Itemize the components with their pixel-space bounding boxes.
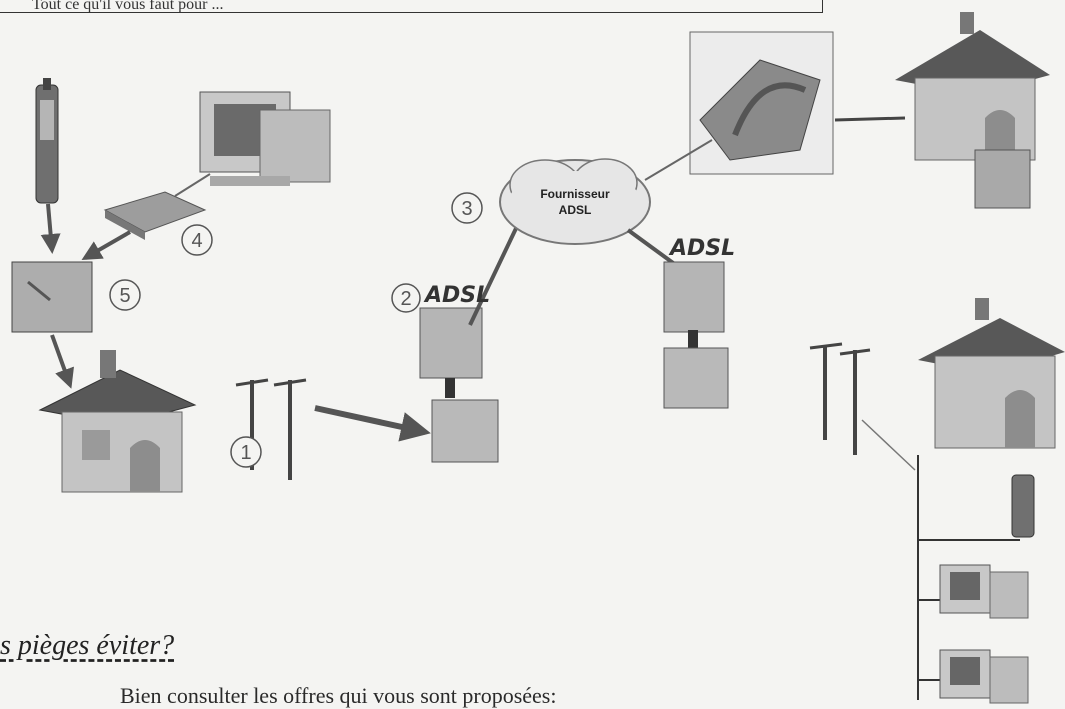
line-dslam-to-provider: [468, 219, 522, 326]
svg-text:5: 5: [119, 285, 130, 307]
header-text: Tout ce qu'il vous faut pour ...: [32, 0, 224, 13]
svg-text:2: 2: [400, 288, 411, 310]
callout-3: 3: [451, 192, 483, 224]
callout-5: 5: [109, 279, 141, 311]
arrow-phone-to-splitter: [40, 203, 61, 254]
computer-icon: [199, 91, 331, 186]
header-box: Tout ce qu'il vous faut pour ...: [0, 0, 823, 13]
computer-right-1-icon: [939, 564, 1029, 619]
arrow-modem-to-splitter: [81, 230, 132, 261]
cloud-label-line2: ADSL: [559, 203, 592, 217]
section-heading: s pièges éviter?: [0, 630, 175, 661]
server-icon: [689, 31, 834, 175]
dslam-box-icon: [419, 307, 499, 463]
line-computer-modem: [174, 173, 211, 197]
adsl-label-right: ADSL: [668, 236, 735, 261]
svg-text:1: 1: [240, 442, 251, 464]
modem-icon: [103, 191, 207, 240]
callout-1: 1: [230, 436, 262, 468]
svg-text:4: 4: [191, 230, 202, 252]
house-top-right-icon: [895, 12, 1050, 209]
house-bottom-right-icon: [918, 298, 1065, 449]
phone-right-icon: [1011, 474, 1035, 538]
dslam-box-right-icon: [663, 261, 729, 409]
telephone-pole-right-icon: [809, 342, 916, 471]
cloud-label-line1: Fournisseur: [540, 187, 610, 201]
computer-right-2-icon: [939, 649, 1029, 704]
arrow-pole-to-exchange: [314, 405, 431, 442]
line-provider-to-server: [644, 139, 713, 181]
line-server-to-house: [834, 116, 906, 122]
callout-2: 2: [391, 283, 421, 313]
svg-text:3: 3: [461, 198, 472, 220]
section-paragraph: Bien consulter les offres qui vous sont …: [120, 683, 557, 708]
splitter-icon: [11, 261, 93, 333]
phone-icon: [35, 78, 59, 204]
adsl-label-left: ADSL: [423, 283, 490, 308]
provider-cloud: [499, 158, 651, 245]
house-icon: [38, 350, 197, 493]
callout-4: 4: [181, 224, 213, 256]
arrow-splitter-to-house: [50, 334, 74, 389]
